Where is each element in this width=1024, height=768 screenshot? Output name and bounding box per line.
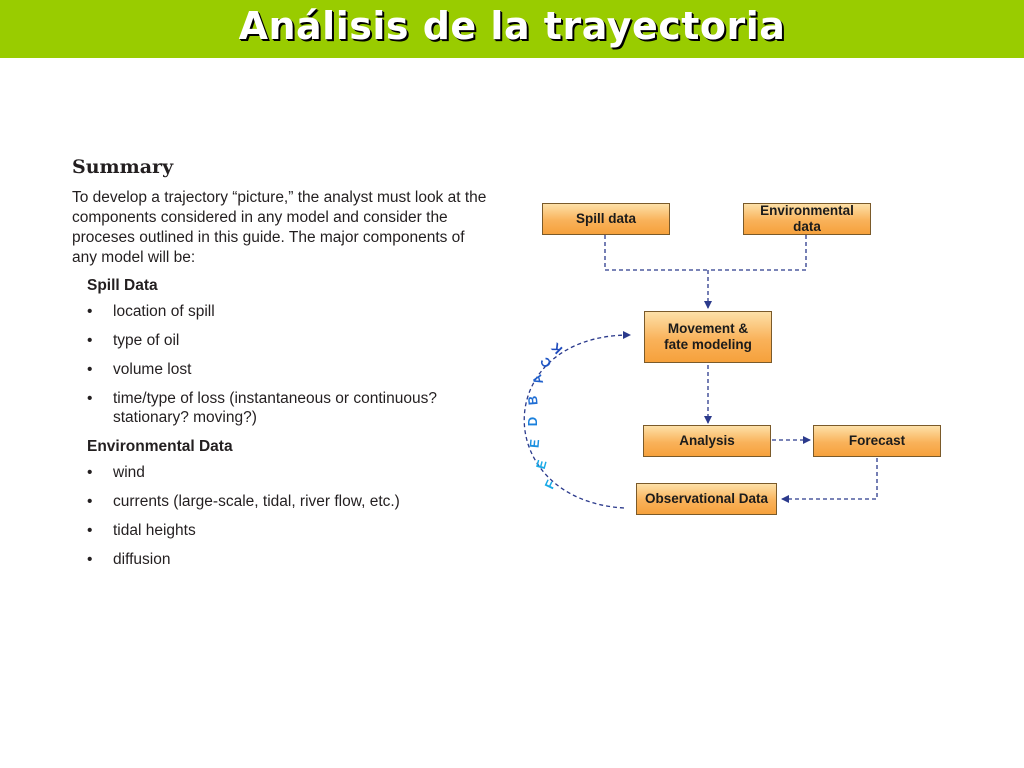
list-item: time/type of loss (instantaneous or cont… xyxy=(72,389,492,427)
environmental-data-list: wind currents (large-scale, tidal, river… xyxy=(72,463,492,569)
arrow-to-observational xyxy=(781,458,878,503)
summary-panel: Summary To develop a trajectory “picture… xyxy=(72,156,492,579)
observational-data-box: Observational Data xyxy=(636,483,777,515)
environmental-data-box: Environmental data xyxy=(743,203,871,235)
feedback-letter: D xyxy=(525,416,541,427)
list-item: location of spill xyxy=(72,302,492,321)
page-title: Análisis de la trayectoria xyxy=(238,4,786,48)
forecast-box: Forecast xyxy=(813,425,941,457)
list-item: tidal heights xyxy=(72,521,492,540)
spill-data-list: location of spill type of oil volume los… xyxy=(72,302,492,427)
section-heading-spill-data: Spill Data xyxy=(87,277,158,294)
feedback-letter: E xyxy=(526,438,543,449)
analysis-box: Analysis xyxy=(643,425,771,457)
list-item: type of oil xyxy=(72,331,492,350)
title-bar: Análisis de la trayectoria xyxy=(0,0,1024,58)
spill-data-box: Spill data xyxy=(542,203,670,235)
movement-fate-box: Movement & fate modeling xyxy=(644,311,772,363)
section-heading-environmental-data: Environmental Data xyxy=(87,438,233,455)
connector-spill-data xyxy=(604,235,708,271)
list-item: volume lost xyxy=(72,360,492,379)
list-item: wind xyxy=(72,463,492,482)
feedback-letter: E xyxy=(532,458,550,471)
list-item: diffusion xyxy=(72,550,492,569)
feedback-letter: K xyxy=(548,339,566,358)
feedback-letter: B xyxy=(524,395,541,406)
list-item: currents (large-scale, tidal, river flow… xyxy=(72,492,492,511)
connector-environmental-data xyxy=(708,235,807,271)
summary-intro: To develop a trajectory “picture,” the a… xyxy=(72,189,487,266)
summary-heading: Summary xyxy=(72,156,174,178)
feedback-letter: A xyxy=(529,373,547,386)
feedback-letter: F xyxy=(541,477,559,492)
feedback-letter: C xyxy=(536,354,555,371)
